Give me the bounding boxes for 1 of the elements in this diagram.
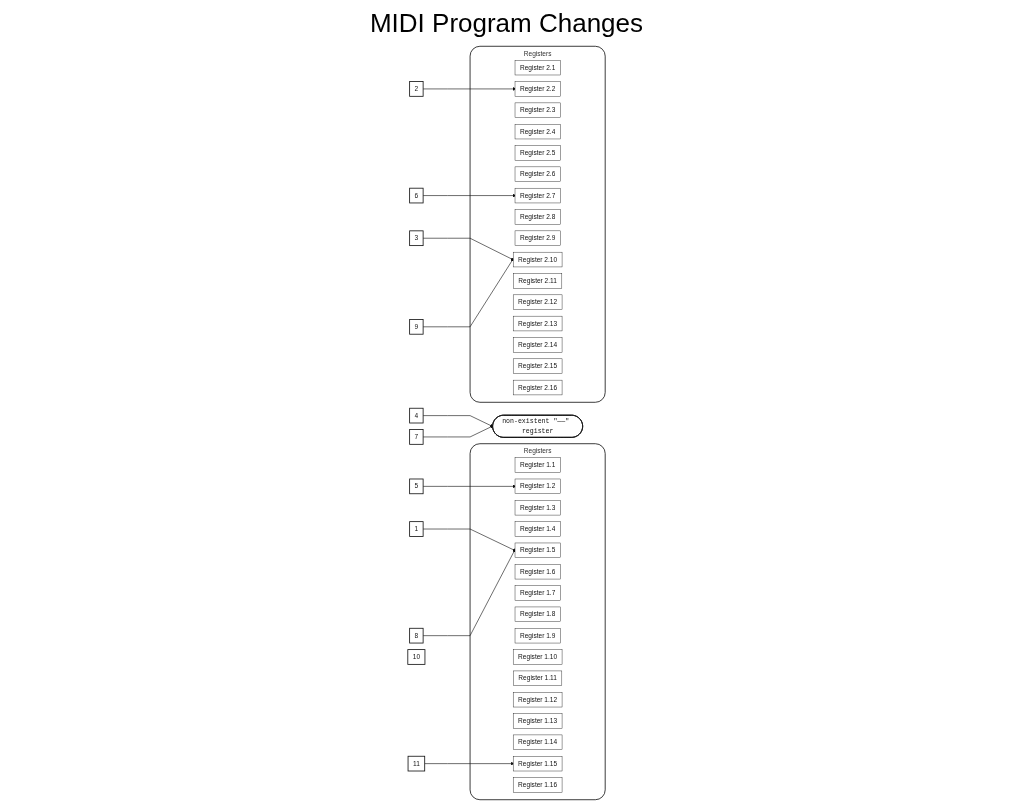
diagram-title: MIDI Program Changes [368,8,645,39]
